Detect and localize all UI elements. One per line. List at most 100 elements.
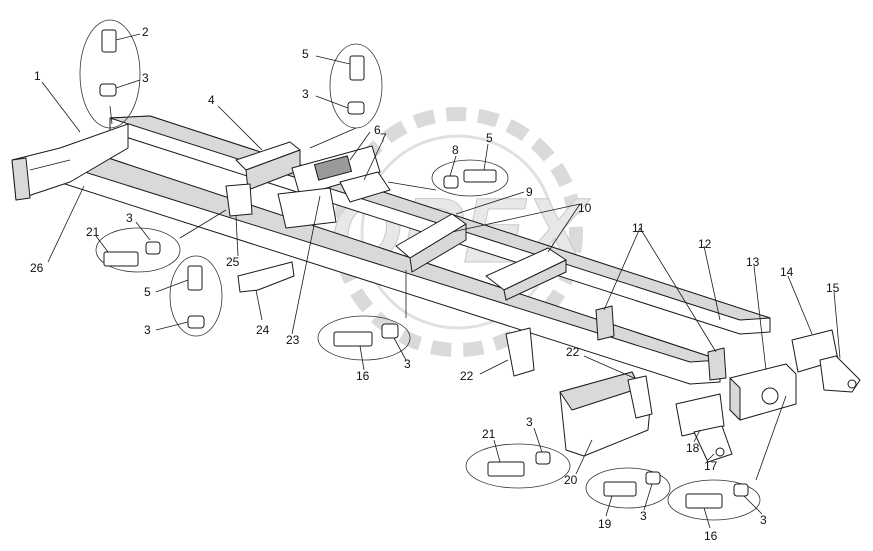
leader-16b: [703, 507, 711, 529]
leader-2: [115, 33, 141, 41]
leader-mid-to-frame: [387, 181, 437, 191]
bolt-21-bottom: [487, 461, 525, 477]
group-oval-center: [317, 315, 411, 361]
callout-9: 9: [526, 185, 533, 199]
leader-5b: [483, 143, 489, 171]
leader-13: [753, 265, 767, 371]
callout-3e: 3: [404, 357, 411, 371]
callout-12: 12: [698, 237, 712, 251]
leader-lines: [41, 33, 841, 529]
group-oval-bottom-mid: [585, 467, 671, 509]
callout-5c: 5: [144, 285, 151, 299]
leader-8: [449, 155, 457, 177]
callout-5b: 5: [486, 131, 493, 145]
bracket-23: [277, 187, 337, 229]
callout-22a: 22: [460, 369, 474, 383]
nut-8: [443, 175, 459, 189]
callout-21b: 21: [482, 427, 496, 441]
leader-4: [217, 105, 263, 151]
leader-3c: [135, 221, 151, 241]
bolt-16-center: [333, 331, 373, 347]
leader-1: [41, 81, 81, 133]
group-oval-mid: [431, 159, 509, 197]
callout-3b: 3: [302, 87, 309, 101]
callout-14: 14: [780, 265, 794, 279]
crossmember-9-face: [409, 223, 467, 273]
watermark-gear: [333, 107, 583, 357]
callout-3c: 3: [126, 211, 133, 225]
leader-15: [833, 291, 841, 359]
bolt-2: [101, 29, 117, 53]
spacer-11b: [707, 347, 727, 381]
leader-21a: [95, 235, 109, 253]
nut-3-lower-left: [187, 315, 205, 329]
group-oval-lower-left: [169, 255, 223, 337]
leader-bolt-top: [109, 105, 113, 125]
group-oval-left: [95, 227, 181, 273]
nut-3-bottom-right: [733, 483, 749, 497]
callout-21a: 21: [86, 225, 100, 239]
bolt-5-lower: [187, 265, 203, 291]
callout-3h: 3: [760, 513, 767, 527]
spacer-11a: [595, 305, 615, 341]
callout-3f: 3: [526, 415, 533, 429]
callout-3g: 3: [640, 509, 647, 523]
crossmember-6-hole: [313, 155, 353, 181]
callout-22b: 22: [566, 345, 580, 359]
front-detail-line: [29, 159, 71, 171]
crossmember-7: [339, 171, 391, 203]
rear-plate-15-hole: [847, 379, 857, 389]
bolt-21-left: [103, 251, 139, 267]
leader-3h: [743, 495, 763, 515]
leader-top-mid: [309, 127, 357, 149]
bolt-5-mid: [463, 169, 497, 183]
nut-3-center: [381, 323, 399, 339]
leader-3b: [315, 95, 349, 109]
callout-15: 15: [826, 281, 840, 295]
bracket-22-side: [627, 375, 653, 419]
callout-13: 13: [746, 255, 760, 269]
leader-24: [255, 289, 263, 321]
callout-6: 6: [374, 123, 381, 137]
callout-7: 7: [380, 131, 387, 145]
leader-7: [363, 141, 383, 181]
leader-11b: [639, 227, 717, 353]
group-oval-bottom-right: [667, 479, 761, 521]
leader-5a: [315, 55, 351, 65]
leader-6: [349, 131, 371, 161]
callout-8: 8: [452, 143, 459, 157]
crossmember-10-face: [503, 259, 567, 301]
leader-20: [575, 439, 593, 475]
callout-18: 18: [686, 441, 700, 455]
callout-25: 25: [226, 255, 240, 269]
leader-3d: [155, 321, 189, 331]
nut-3-bottom-mid: [645, 471, 661, 485]
callout-16b: 16: [704, 529, 718, 543]
leader-9: [455, 191, 525, 215]
bracket-25: [225, 183, 253, 217]
leader-16a: [359, 345, 365, 371]
leader-26: [47, 185, 85, 263]
leader-bottom-right-group: [755, 395, 787, 481]
watermark-gear-inner: [360, 134, 556, 330]
front-crossmember-side: [11, 157, 31, 201]
leader-19: [605, 495, 613, 517]
callout-20: 20: [564, 473, 578, 487]
leader-23: [291, 195, 321, 335]
leader-3f: [533, 427, 543, 453]
callout-3d: 3: [144, 323, 151, 337]
callout-2: 2: [142, 25, 149, 39]
leader-10b: [547, 203, 581, 253]
leader-3a: [115, 79, 141, 89]
leader-25: [235, 215, 239, 257]
leader-11a: [603, 227, 641, 311]
bolt-5-top: [349, 55, 365, 81]
callout-4: 4: [208, 93, 215, 107]
callout-19: 19: [598, 517, 612, 531]
callout-3a: 3: [142, 71, 149, 85]
callout-10: 10: [578, 201, 592, 215]
cross-members: [225, 141, 861, 463]
bracket-22-upright: [505, 327, 535, 377]
leader-22b: [583, 355, 635, 379]
